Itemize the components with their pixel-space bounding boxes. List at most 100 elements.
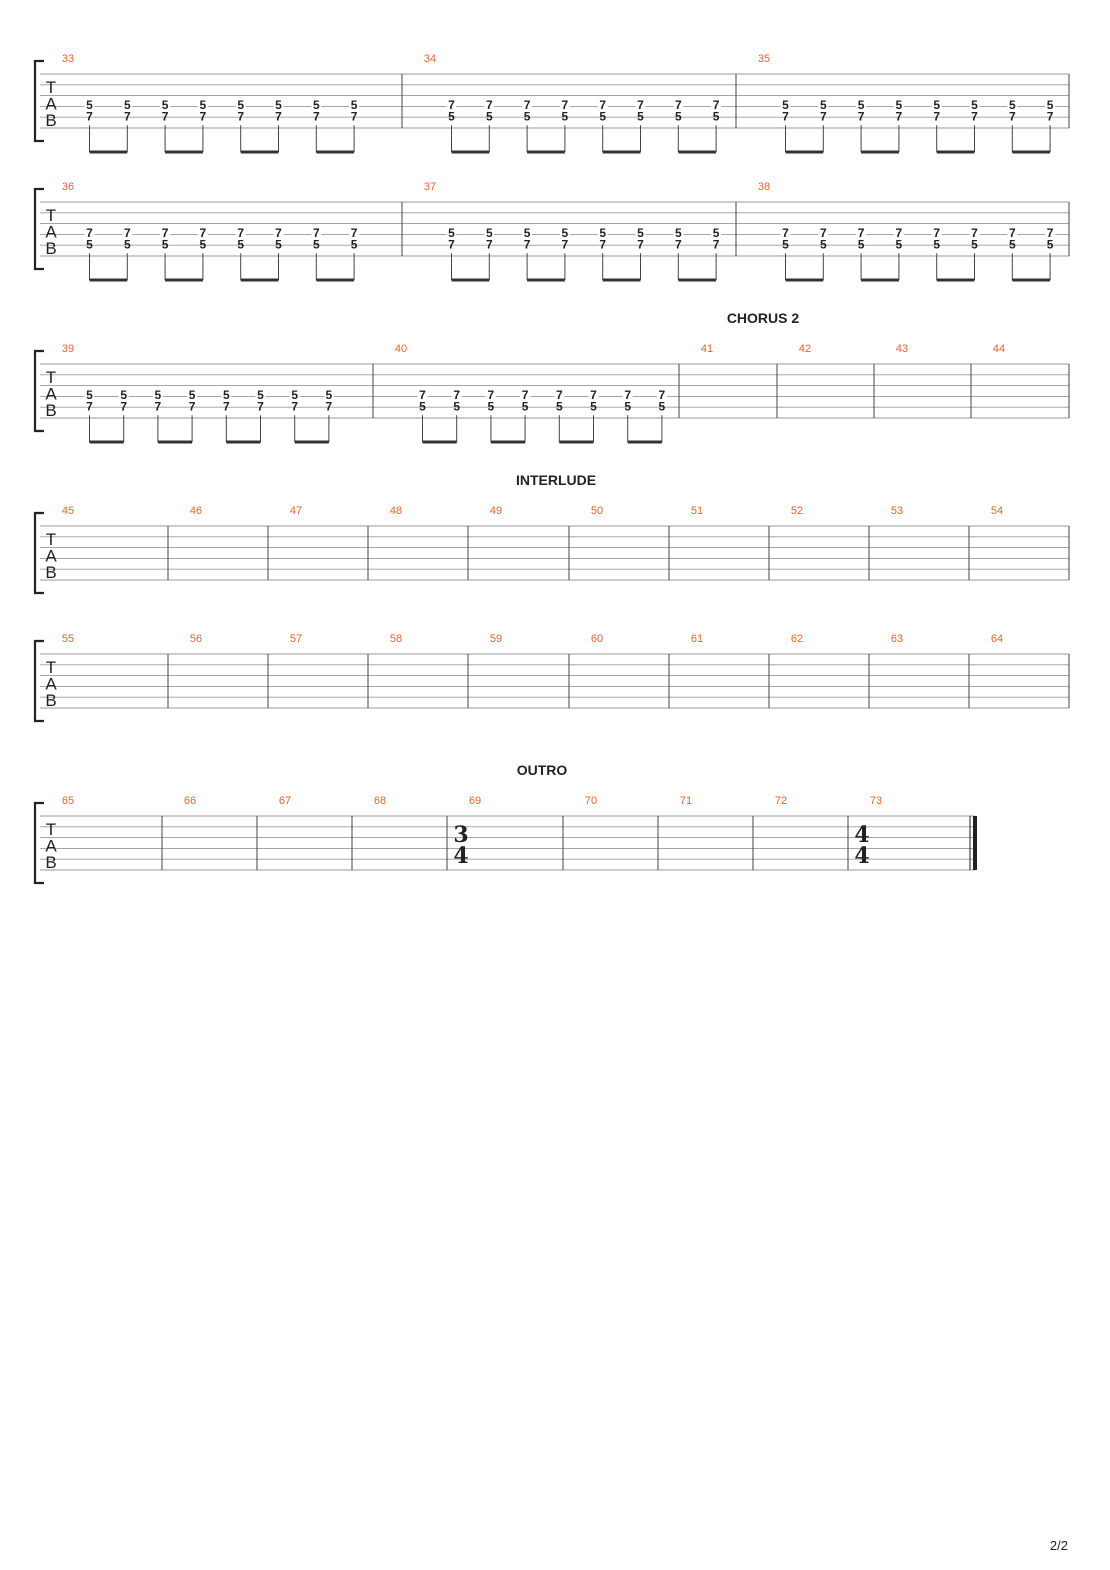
fret-mask bbox=[818, 97, 829, 116]
fret-number: 7 bbox=[162, 226, 169, 240]
fret-mask bbox=[1045, 225, 1056, 244]
fret-number: 7 bbox=[275, 110, 282, 124]
fret-number: 7 bbox=[971, 110, 978, 124]
fret-number: 7 bbox=[675, 98, 682, 112]
fret-mask bbox=[554, 387, 565, 406]
bar-number: 73 bbox=[870, 795, 882, 807]
fret-number: 5 bbox=[858, 238, 865, 252]
fret-number: 7 bbox=[896, 226, 903, 240]
fret-number: 7 bbox=[488, 388, 495, 402]
bar-number: 67 bbox=[279, 795, 291, 807]
tab-clef-letter: A bbox=[45, 95, 57, 114]
fret-mask bbox=[349, 225, 360, 244]
tab-clef-letter: A bbox=[45, 547, 57, 566]
fret-number: 5 bbox=[971, 98, 978, 112]
fret-number: 7 bbox=[562, 98, 569, 112]
fret-mask bbox=[446, 225, 457, 244]
fret-number: 7 bbox=[155, 400, 162, 414]
bar-number: 48 bbox=[390, 505, 402, 517]
system-bracket bbox=[33, 801, 44, 885]
fret-mask bbox=[559, 225, 570, 244]
fret-mask bbox=[255, 387, 266, 406]
fret-mask bbox=[187, 387, 198, 406]
fret-number: 5 bbox=[675, 226, 682, 240]
fret-number: 5 bbox=[675, 110, 682, 124]
tab-clef-letter: A bbox=[45, 675, 57, 694]
fret-number: 5 bbox=[524, 110, 531, 124]
bar-number: 70 bbox=[585, 795, 597, 807]
fret-mask bbox=[893, 225, 904, 244]
fret-mask bbox=[160, 97, 171, 116]
bar-number: 68 bbox=[374, 795, 386, 807]
fret-mask bbox=[856, 97, 867, 116]
fret-mask bbox=[484, 225, 495, 244]
fret-mask bbox=[711, 225, 722, 244]
fret-mask bbox=[118, 387, 129, 406]
fret-mask bbox=[235, 97, 246, 116]
fret-number: 7 bbox=[637, 238, 644, 252]
fret-number: 5 bbox=[1047, 98, 1054, 112]
fret-number: 7 bbox=[86, 400, 93, 414]
bar-number: 33 bbox=[62, 53, 74, 65]
fret-number: 7 bbox=[590, 388, 597, 402]
fret-mask bbox=[818, 225, 829, 244]
fret-mask bbox=[588, 387, 599, 406]
fret-mask bbox=[597, 225, 608, 244]
fret-mask bbox=[597, 97, 608, 116]
fret-mask bbox=[273, 225, 284, 244]
fret-number: 7 bbox=[820, 110, 827, 124]
fret-mask bbox=[84, 225, 95, 244]
fret-number: 7 bbox=[326, 400, 333, 414]
fret-mask bbox=[969, 225, 980, 244]
fret-number: 7 bbox=[782, 226, 789, 240]
fret-number: 7 bbox=[291, 400, 298, 414]
page-number: 2/2 bbox=[1049, 1538, 1068, 1553]
fret-mask bbox=[323, 387, 334, 406]
tab-clef-letter: T bbox=[46, 78, 56, 97]
fret-number: 7 bbox=[933, 226, 940, 240]
fret-number: 5 bbox=[637, 226, 644, 240]
fret-mask bbox=[893, 97, 904, 116]
fret-number: 5 bbox=[590, 400, 597, 414]
fret-number: 7 bbox=[448, 238, 455, 252]
fret-number: 7 bbox=[313, 226, 320, 240]
fret-number: 7 bbox=[453, 388, 460, 402]
tab-clef-letter: A bbox=[45, 385, 57, 404]
fret-number: 5 bbox=[162, 238, 169, 252]
fret-mask bbox=[152, 387, 163, 406]
fret-number: 7 bbox=[313, 110, 320, 124]
fret-mask bbox=[673, 225, 684, 244]
fret-mask bbox=[197, 225, 208, 244]
system-bracket bbox=[33, 511, 44, 595]
bar-number: 55 bbox=[62, 633, 74, 645]
tab-clef-letter: B bbox=[45, 563, 56, 582]
tab-clef-letter: B bbox=[45, 111, 56, 130]
bar-number: 66 bbox=[184, 795, 196, 807]
fret-number: 7 bbox=[896, 110, 903, 124]
fret-mask bbox=[673, 97, 684, 116]
fret-number: 5 bbox=[933, 98, 940, 112]
fret-number: 5 bbox=[820, 238, 827, 252]
bar-number: 63 bbox=[891, 633, 903, 645]
system-bracket bbox=[33, 187, 44, 271]
fret-number: 5 bbox=[820, 98, 827, 112]
bar-number: 36 bbox=[62, 181, 74, 193]
fret-number: 5 bbox=[562, 110, 569, 124]
fret-number: 7 bbox=[189, 400, 196, 414]
fret-number: 7 bbox=[1047, 110, 1054, 124]
fret-number: 5 bbox=[486, 226, 493, 240]
fret-number: 5 bbox=[275, 238, 282, 252]
fret-number: 7 bbox=[124, 226, 131, 240]
bar-number: 56 bbox=[190, 633, 202, 645]
fret-mask bbox=[197, 97, 208, 116]
fret-number: 5 bbox=[1009, 98, 1016, 112]
bar-number: 46 bbox=[190, 505, 202, 517]
fret-number: 7 bbox=[486, 98, 493, 112]
bar-number: 38 bbox=[758, 181, 770, 193]
fret-number: 7 bbox=[86, 226, 93, 240]
fret-mask bbox=[446, 97, 457, 116]
fret-number: 5 bbox=[562, 226, 569, 240]
bar-number: 43 bbox=[896, 343, 908, 355]
bar-number: 65 bbox=[62, 795, 74, 807]
